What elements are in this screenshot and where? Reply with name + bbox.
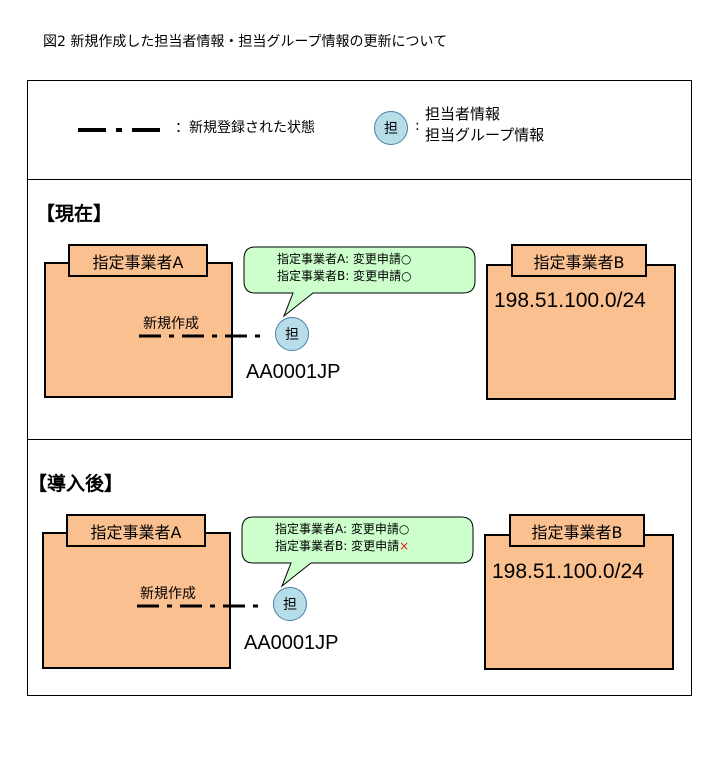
after-new-label: 新規作成 bbox=[140, 586, 196, 602]
diagram-frame bbox=[27, 80, 692, 696]
legend-divider bbox=[27, 179, 692, 180]
current-section-title: 【現在】 bbox=[36, 203, 113, 225]
current-bubble-mark2: ○ bbox=[401, 269, 412, 283]
current-business-a-label: 指定事業者A bbox=[68, 244, 208, 277]
legend-desc-line1: 担当者情報 bbox=[425, 105, 501, 123]
current-bubble-line1: 指定事業者A: 変更申請○ bbox=[277, 252, 412, 266]
after-contact-circle: 担 bbox=[273, 587, 307, 621]
after-speech-bubble bbox=[241, 516, 474, 588]
current-handle: AA0001JP bbox=[246, 361, 341, 383]
figure-title: 図2 新規作成した担当者情報・担当グループ情報の更新について bbox=[43, 34, 448, 50]
after-bubble-text: 指定事業者A: 変更申請○ 指定事業者B: 変更申請× bbox=[275, 521, 409, 555]
current-business-b-label: 指定事業者B bbox=[511, 244, 647, 277]
current-ip-block: 198.51.100.0/24 bbox=[494, 289, 646, 312]
legend-contact-circle: 担 bbox=[374, 111, 408, 145]
legend-desc-line2: 担当グループ情報 bbox=[425, 126, 545, 144]
after-business-a-label: 指定事業者A bbox=[66, 514, 206, 547]
after-bubble-mark2: × bbox=[399, 539, 410, 553]
current-business-b-box bbox=[486, 264, 676, 400]
current-bubble-mark1: ○ bbox=[400, 252, 412, 266]
after-business-b-label: 指定事業者B bbox=[509, 514, 645, 547]
current-new-registration-line bbox=[139, 334, 267, 338]
after-circle-char: 担 bbox=[283, 597, 297, 613]
after-bubble-line2: 指定事業者B: 変更申請× bbox=[275, 539, 410, 553]
current-contact-circle: 担 bbox=[275, 317, 309, 351]
after-business-a-box bbox=[42, 532, 231, 669]
section-divider bbox=[27, 439, 692, 440]
after-bubble-mark1: ○ bbox=[398, 522, 410, 536]
current-business-a-box bbox=[44, 262, 233, 398]
legend-circle-char: 担 bbox=[384, 121, 398, 137]
legend-colon: : bbox=[415, 118, 420, 134]
legend-dash-dot-line bbox=[78, 128, 164, 132]
after-bubble-line1: 指定事業者A: 変更申請○ bbox=[275, 522, 410, 536]
after-handle: AA0001JP bbox=[244, 632, 339, 654]
legend-line-label: ：新規登録された状態 bbox=[175, 120, 315, 136]
legend-description: 担当者情報 担当グループ情報 bbox=[425, 104, 544, 146]
current-circle-char: 担 bbox=[285, 327, 299, 343]
current-bubble-text: 指定事業者A: 変更申請○ 指定事業者B: 変更申請○ bbox=[277, 251, 412, 285]
after-ip-block: 198.51.100.0/24 bbox=[492, 560, 644, 583]
current-new-label: 新規作成 bbox=[143, 316, 199, 332]
after-business-b-box bbox=[484, 534, 674, 670]
current-bubble-line2: 指定事業者B: 変更申請○ bbox=[277, 269, 412, 283]
current-speech-bubble bbox=[243, 246, 476, 318]
after-new-registration-line bbox=[137, 604, 265, 608]
after-section-title: 【導入後】 bbox=[28, 473, 124, 495]
